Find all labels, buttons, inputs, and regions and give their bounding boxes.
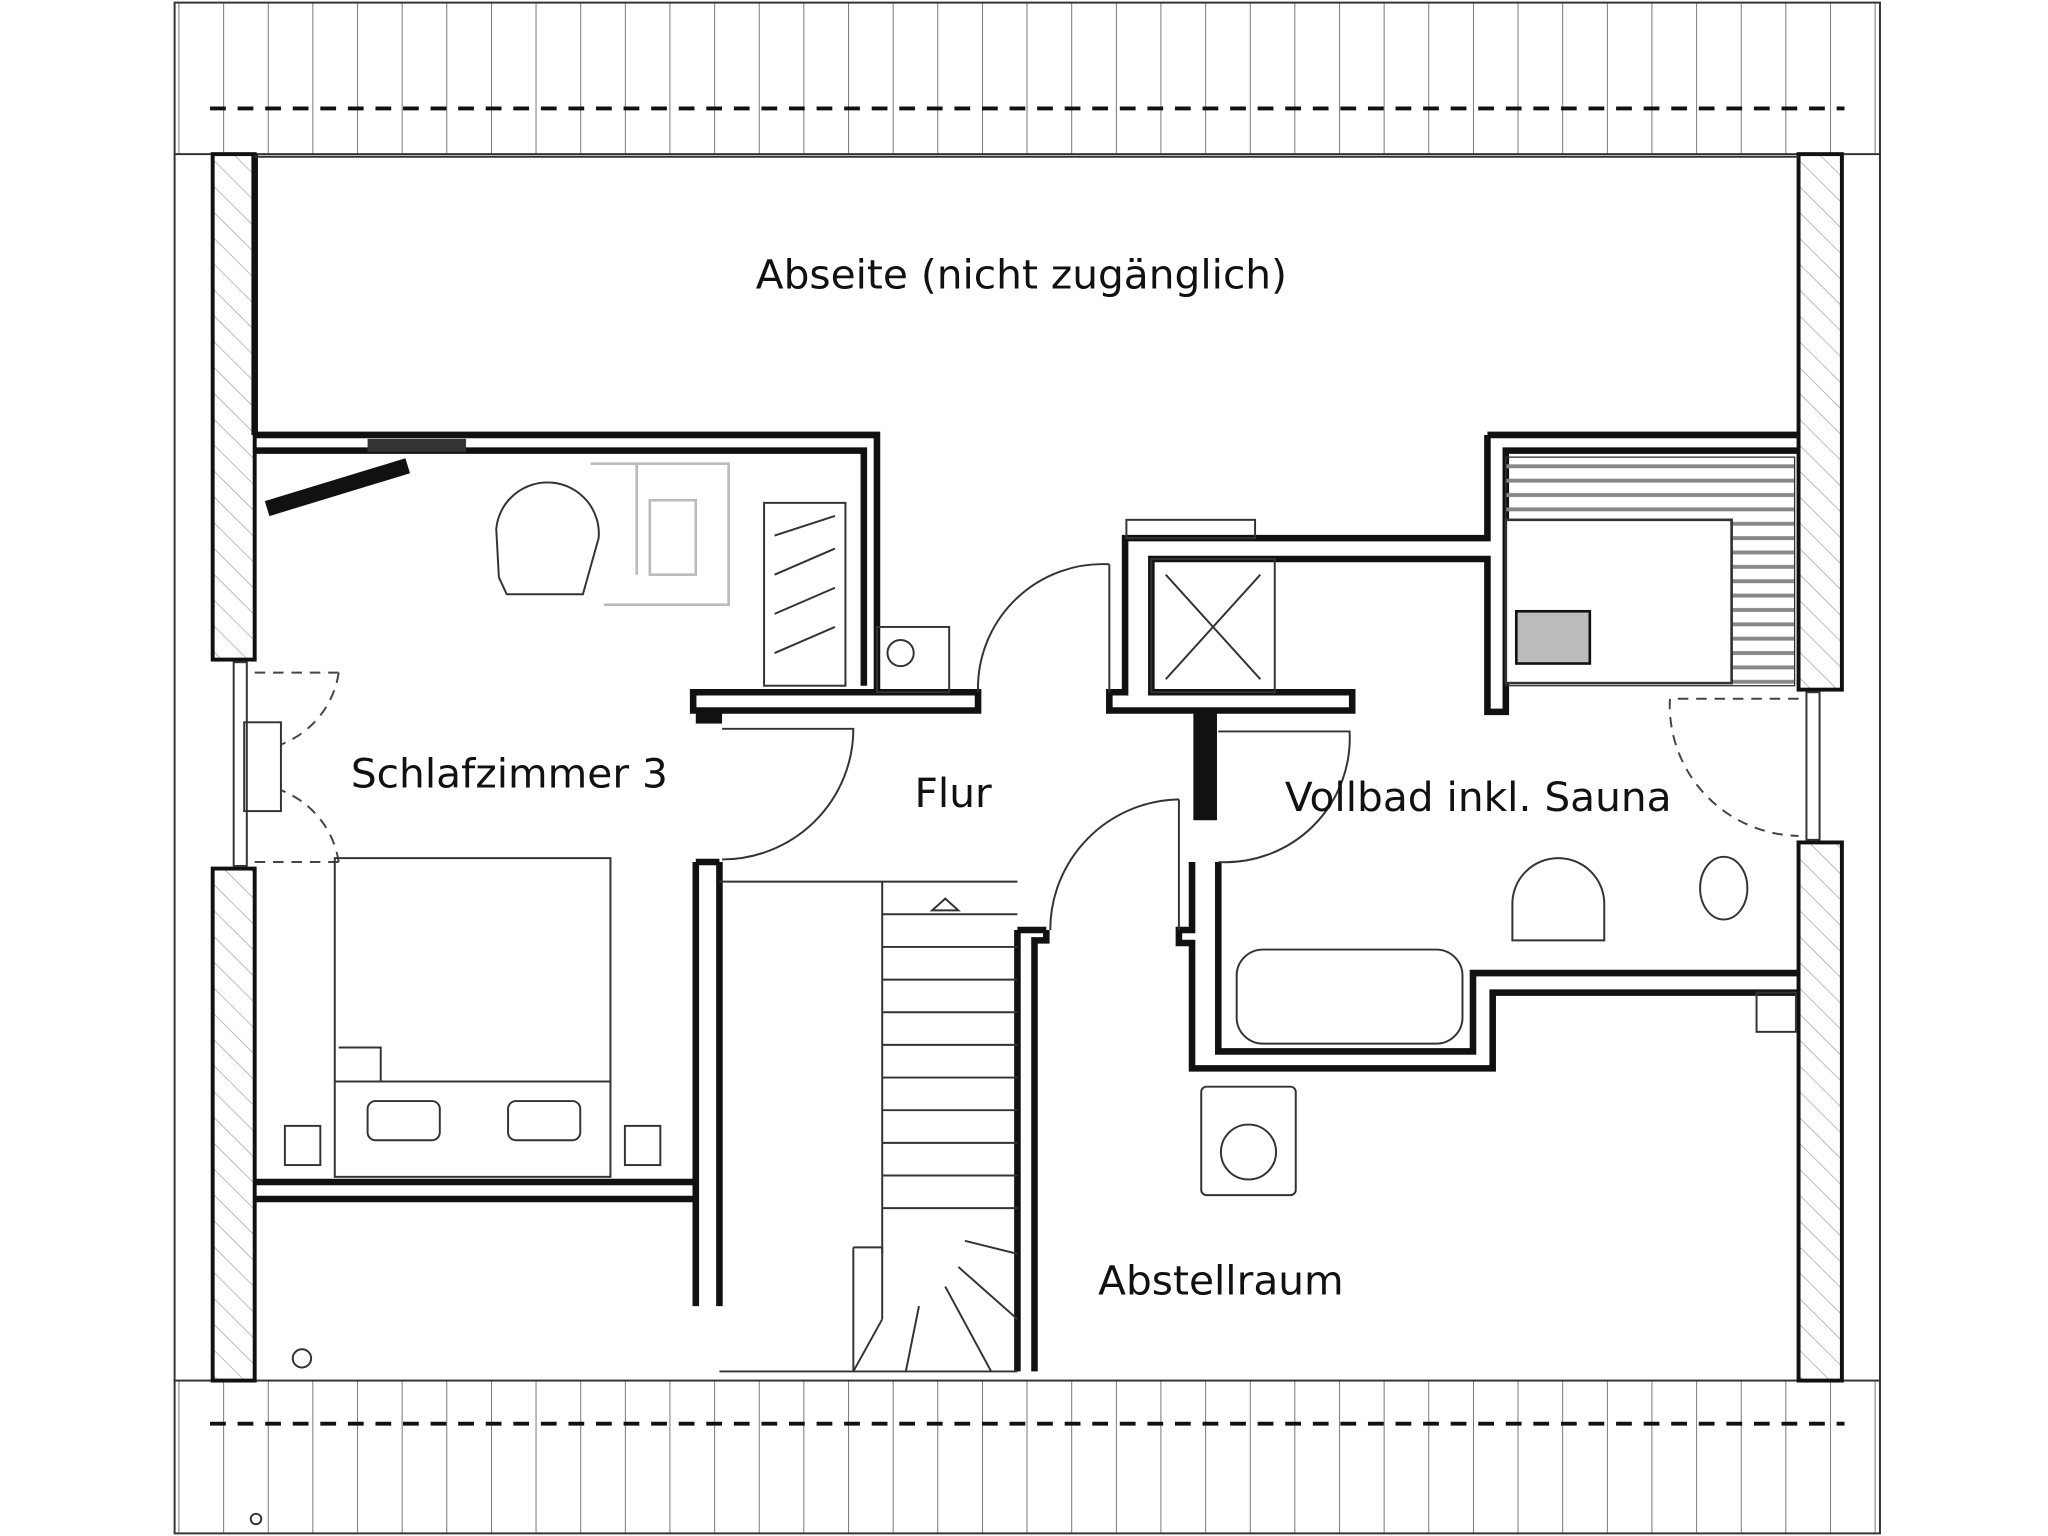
room-label-abseite: Abseite (nicht zugänglich)	[756, 251, 1287, 299]
outer-walls	[210, 152, 1844, 1383]
roof-top	[173, 1, 1881, 156]
bathroom-fixtures	[1150, 456, 1797, 1197]
room-label-abstellraum: Abstellraum	[1098, 1256, 1344, 1304]
window-left	[232, 661, 340, 867]
staircase[interactable]	[719, 880, 1019, 1373]
room-label-schlafzimmer: Schlafzimmer 3	[351, 750, 668, 798]
window-right	[1668, 691, 1821, 841]
doors	[722, 563, 1351, 930]
interior-walls	[254, 431, 1799, 1372]
roof-bottom	[173, 1379, 1881, 1535]
room-label-flur: Flur	[915, 769, 993, 817]
room-label-vollbad: Vollbad inkl. Sauna	[1285, 773, 1672, 821]
bedroom-furniture	[264, 458, 951, 1369]
